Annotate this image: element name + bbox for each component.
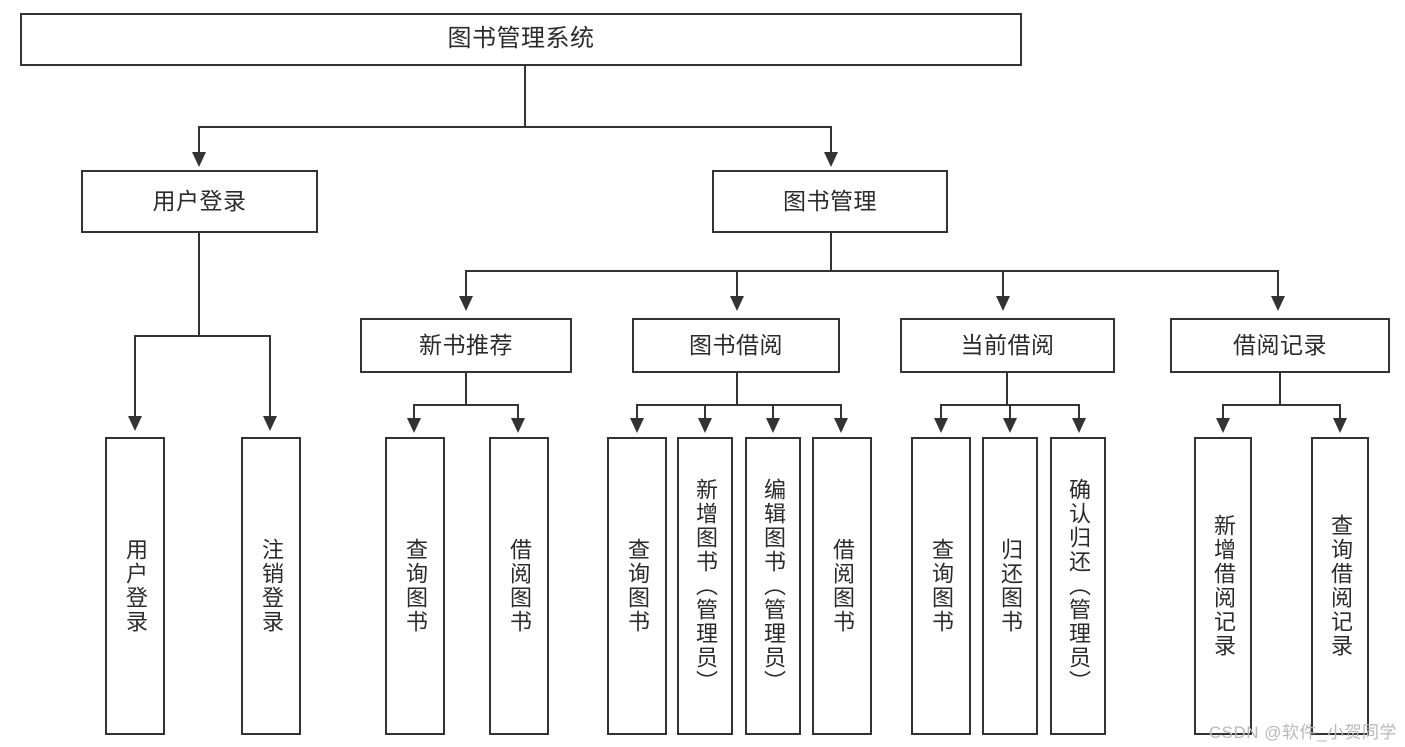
arrowhead-to-new-book-recommend xyxy=(459,296,473,311)
node-label: 新书推荐 xyxy=(419,331,513,358)
leaf-current-borrow-query[interactable]: 查询图书 xyxy=(911,437,971,735)
node-user-login[interactable]: 用户登录 xyxy=(81,170,318,233)
connector-new-book-stem xyxy=(465,373,467,405)
node-label: 借阅记录 xyxy=(1233,331,1327,358)
leaf-borrow-record-query[interactable]: 查询借阅记录 xyxy=(1311,437,1369,735)
connector-user-login-drop-2 xyxy=(269,335,271,418)
node-label: 借阅图书 xyxy=(507,538,532,634)
arrowhead-borrow-record-leaf-2 xyxy=(1333,418,1347,433)
arrowhead-to-book-manage xyxy=(824,152,838,167)
leaf-user-login-logout[interactable]: 注销登录 xyxy=(241,437,301,735)
leaf-user-login-login[interactable]: 用户登录 xyxy=(105,437,165,735)
arrowhead-new-book-leaf-2 xyxy=(511,418,525,433)
node-label: 用户登录 xyxy=(123,538,148,634)
node-label: 归还图书 xyxy=(998,538,1023,634)
connector-book-borrow-drop-3 xyxy=(772,404,774,420)
node-label: 图书借阅 xyxy=(689,331,783,358)
connector-new-book-bus xyxy=(413,404,519,406)
connector-book-borrow-drop-2 xyxy=(704,404,706,420)
connector-borrow-record-bus xyxy=(1222,404,1340,406)
connector-root-bus xyxy=(198,126,832,128)
connector-root-to-book-manage xyxy=(830,126,832,154)
arrowhead-book-borrow-leaf-3 xyxy=(766,418,780,433)
arrowhead-book-borrow-leaf-4 xyxy=(834,418,848,433)
connector-root-stem xyxy=(524,66,526,127)
arrowhead-book-borrow-leaf-2 xyxy=(698,418,712,433)
leaf-new-book-borrow[interactable]: 借阅图书 xyxy=(489,437,549,735)
connector-borrow-record-stem xyxy=(1279,373,1281,405)
node-root-system[interactable]: 图书管理系统 xyxy=(20,13,1022,66)
node-label: 新增借阅记录 xyxy=(1211,514,1236,658)
node-label: 查询图书 xyxy=(625,538,650,634)
node-label: 用户登录 xyxy=(152,187,247,214)
connector-book-manage-drop-3 xyxy=(1002,270,1004,298)
leaf-new-book-query[interactable]: 查询图书 xyxy=(385,437,445,735)
leaf-book-borrow-borrow[interactable]: 借阅图书 xyxy=(812,437,872,735)
connector-book-manage-stem xyxy=(830,233,832,271)
connector-book-borrow-bus xyxy=(636,404,841,406)
connector-book-borrow-stem xyxy=(736,373,738,405)
node-label: 查询借阅记录 xyxy=(1328,514,1353,658)
connector-user-login-stem xyxy=(198,233,200,336)
connector-current-borrow-drop-2 xyxy=(1009,404,1011,420)
arrowhead-user-login-leaf-1 xyxy=(128,416,142,431)
arrowhead-current-borrow-leaf-1 xyxy=(934,418,948,433)
connector-current-borrow-drop-3 xyxy=(1078,404,1080,420)
node-label: 新增图书（管理员） xyxy=(693,478,718,694)
node-new-book-recommend[interactable]: 新书推荐 xyxy=(360,318,572,373)
node-current-borrow[interactable]: 当前借阅 xyxy=(900,318,1115,373)
connector-current-borrow-drop-1 xyxy=(940,404,942,420)
leaf-book-borrow-query[interactable]: 查询图书 xyxy=(607,437,667,735)
connector-book-manage-drop-4 xyxy=(1277,270,1279,298)
node-book-management[interactable]: 图书管理 xyxy=(712,170,948,233)
node-label: 查询图书 xyxy=(929,538,954,634)
connector-book-manage-drop-2 xyxy=(736,270,738,298)
connector-book-manage-drop-1 xyxy=(465,270,467,298)
connector-book-manage-bus xyxy=(465,270,1279,272)
connector-new-book-drop-1 xyxy=(413,404,415,420)
leaf-borrow-record-add[interactable]: 新增借阅记录 xyxy=(1194,437,1252,735)
csdn-watermark: CSDN @软件_小贺同学 xyxy=(1208,723,1397,742)
node-label: 图书管理系统 xyxy=(447,25,595,53)
node-label: 当前借阅 xyxy=(960,331,1055,358)
leaf-current-borrow-return[interactable]: 归还图书 xyxy=(982,437,1038,735)
connector-user-login-bus xyxy=(134,335,270,337)
connector-borrow-record-drop-1 xyxy=(1222,404,1224,420)
arrowhead-book-borrow-leaf-1 xyxy=(630,418,644,433)
connector-borrow-record-drop-2 xyxy=(1339,404,1341,420)
leaf-book-borrow-add[interactable]: 新增图书（管理员） xyxy=(677,437,733,735)
node-book-borrow[interactable]: 图书借阅 xyxy=(632,318,840,373)
leaf-book-borrow-edit[interactable]: 编辑图书（管理员） xyxy=(745,437,801,735)
arrowhead-user-login-leaf-2 xyxy=(263,416,277,431)
arrowhead-borrow-record-leaf-1 xyxy=(1216,418,1230,433)
node-label: 编辑图书（管理员） xyxy=(761,478,786,694)
node-label: 确认归还（管理员） xyxy=(1066,478,1091,694)
connector-user-login-drop-1 xyxy=(134,335,136,418)
connector-book-borrow-drop-1 xyxy=(636,404,638,420)
arrowhead-to-current-borrow xyxy=(996,296,1010,311)
arrowhead-current-borrow-leaf-3 xyxy=(1072,418,1086,433)
arrowhead-current-borrow-leaf-2 xyxy=(1003,418,1017,433)
node-label: 借阅图书 xyxy=(830,538,855,634)
node-label: 注销登录 xyxy=(259,538,284,634)
node-borrow-record[interactable]: 借阅记录 xyxy=(1170,318,1390,373)
leaf-current-borrow-confirm-return[interactable]: 确认归还（管理员） xyxy=(1050,437,1106,735)
arrowhead-to-book-borrow xyxy=(730,296,744,311)
connector-current-borrow-stem xyxy=(1006,373,1008,405)
node-label: 图书管理 xyxy=(783,187,877,214)
arrowhead-to-user-login xyxy=(192,152,206,167)
arrowhead-new-book-leaf-1 xyxy=(407,418,421,433)
connector-root-to-user-login xyxy=(198,126,200,154)
connector-book-borrow-drop-4 xyxy=(840,404,842,420)
node-label: 查询图书 xyxy=(403,538,428,634)
connector-new-book-drop-2 xyxy=(517,404,519,420)
arrowhead-to-borrow-record xyxy=(1271,296,1285,311)
